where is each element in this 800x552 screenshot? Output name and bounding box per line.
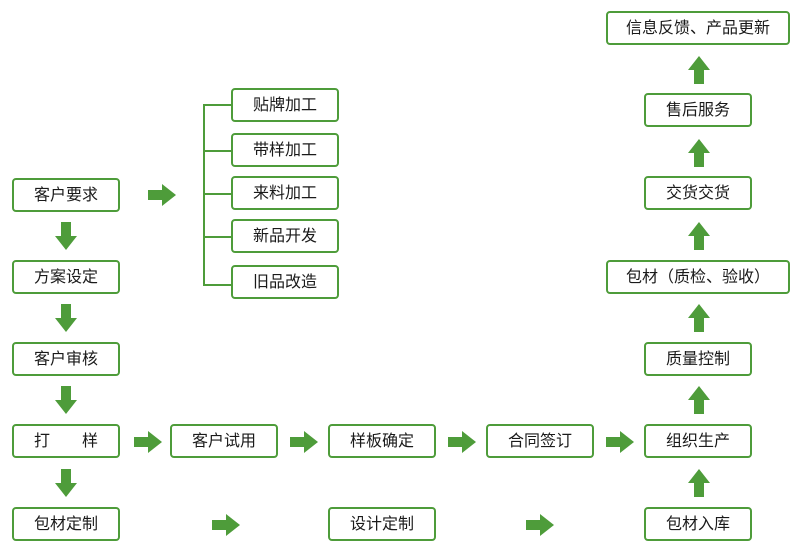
scheme-setting-box: 方案设定 xyxy=(12,260,120,294)
production-label: 组织生产 xyxy=(665,431,730,450)
quality-control-box: 质量控制 xyxy=(644,342,752,376)
sample-confirm-box: 样板确定 xyxy=(328,424,436,458)
delivery-box: 交货交货 xyxy=(644,176,752,210)
down-arrow-icon xyxy=(55,469,77,497)
packaging-qc-box: 包材（质检、验收） xyxy=(606,260,790,294)
up-arrow-icon xyxy=(688,386,710,414)
up-arrow-icon xyxy=(688,469,710,497)
down-arrow-icon xyxy=(55,386,77,414)
feedback-update-box: 信息反馈、产品更新 xyxy=(606,11,790,45)
sampling-label: 打 样 xyxy=(33,431,98,450)
option-label: 来料加工 xyxy=(252,183,317,202)
customer-trial-label: 客户试用 xyxy=(191,431,256,450)
customer-request-box: 客户要求 xyxy=(12,178,120,212)
right-arrow-icon xyxy=(212,514,240,536)
up-arrow-icon xyxy=(688,139,710,167)
packaging-custom-label: 包材定制 xyxy=(33,514,98,533)
scheme-setting-label: 方案设定 xyxy=(33,267,98,286)
design-custom-label: 设计定制 xyxy=(349,514,414,533)
quality-control-label: 质量控制 xyxy=(665,349,730,368)
up-arrow-icon xyxy=(688,304,710,332)
option-box-oem: 贴牌加工 xyxy=(231,88,339,122)
right-arrow-icon xyxy=(526,514,554,536)
right-arrow-icon xyxy=(448,431,476,453)
feedback-update-label: 信息反馈、产品更新 xyxy=(625,18,770,37)
right-arrow-icon xyxy=(148,184,176,206)
customer-review-label: 客户审核 xyxy=(33,349,98,368)
packaging-storage-label: 包材入库 xyxy=(665,514,730,533)
after-sales-label: 售后服务 xyxy=(665,100,730,119)
sign-contract-box: 合同签订 xyxy=(486,424,594,458)
up-arrow-icon xyxy=(688,56,710,84)
sign-contract-label: 合同签订 xyxy=(507,431,572,450)
right-arrow-icon xyxy=(606,431,634,453)
option-box-sample: 带样加工 xyxy=(231,133,339,167)
right-arrow-icon xyxy=(290,431,318,453)
customer-request-label: 客户要求 xyxy=(33,185,98,204)
option-box-new-product: 新品开发 xyxy=(231,219,339,253)
delivery-label: 交货交货 xyxy=(665,183,730,202)
option-label: 带样加工 xyxy=(252,140,317,159)
options-bracket-tick xyxy=(203,150,231,152)
option-label: 旧品改造 xyxy=(252,272,317,291)
packaging-storage-box: 包材入库 xyxy=(644,507,752,541)
after-sales-box: 售后服务 xyxy=(644,93,752,127)
options-bracket-tick xyxy=(203,193,231,195)
up-arrow-icon xyxy=(688,222,710,250)
option-label: 新品开发 xyxy=(252,226,317,245)
sampling-box: 打 样 xyxy=(12,424,120,458)
packaging-qc-label: 包材（质检、验收） xyxy=(625,267,770,286)
design-custom-box: 设计定制 xyxy=(328,507,436,541)
option-box-material: 来料加工 xyxy=(231,176,339,210)
production-box: 组织生产 xyxy=(644,424,752,458)
options-bracket-tick xyxy=(203,236,231,238)
sample-confirm-label: 样板确定 xyxy=(349,431,414,450)
down-arrow-icon xyxy=(55,222,77,250)
option-box-renovation: 旧品改造 xyxy=(231,265,339,299)
down-arrow-icon xyxy=(55,304,77,332)
customer-review-box: 客户审核 xyxy=(12,342,120,376)
options-bracket xyxy=(203,104,233,286)
customer-trial-box: 客户试用 xyxy=(170,424,278,458)
option-label: 贴牌加工 xyxy=(252,95,317,114)
packaging-custom-box: 包材定制 xyxy=(12,507,120,541)
right-arrow-icon xyxy=(134,431,162,453)
